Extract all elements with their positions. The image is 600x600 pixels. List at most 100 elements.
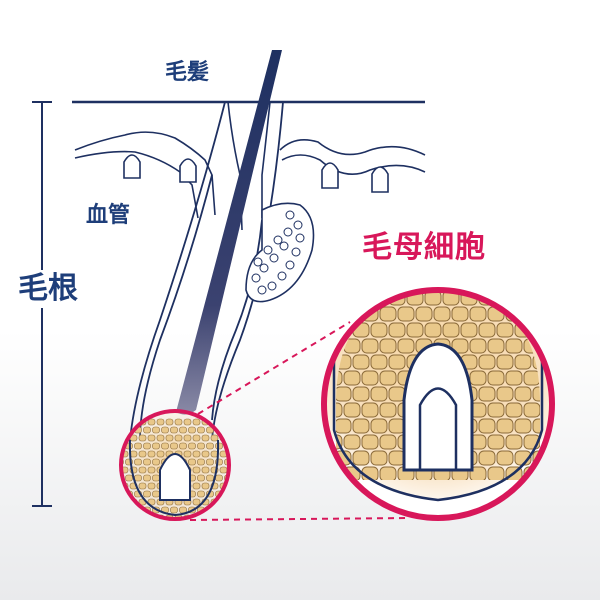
sebaceous-gland-cells [251, 210, 305, 295]
cell [442, 322, 460, 338]
cell [496, 354, 514, 370]
cell [206, 458, 214, 466]
cell [335, 483, 351, 497]
cell [143, 442, 151, 450]
cell [165, 434, 174, 442]
cell [134, 474, 142, 482]
cell [201, 466, 210, 474]
cell [505, 338, 523, 354]
cell [234, 491, 241, 497]
cell [156, 450, 165, 458]
cell [352, 418, 370, 434]
cell [143, 458, 151, 466]
cell [352, 290, 370, 306]
cell [532, 290, 540, 306]
cell [134, 458, 142, 466]
cell [343, 306, 361, 322]
label-hair-root: 毛根 [18, 270, 78, 308]
cell [496, 322, 514, 338]
cell [542, 467, 558, 481]
cell [112, 515, 119, 521]
cell [197, 474, 205, 482]
cell [532, 322, 540, 338]
cell [406, 322, 424, 338]
cell [234, 475, 241, 481]
gland-cell [295, 233, 305, 243]
cell [206, 474, 214, 482]
cell [361, 402, 379, 418]
cell [174, 434, 183, 442]
cell [514, 418, 532, 434]
cell [192, 498, 201, 506]
cell [487, 466, 505, 480]
gland-cell [269, 253, 279, 263]
cell [478, 450, 496, 466]
cell [215, 506, 223, 514]
cell [206, 442, 214, 450]
cell [496, 290, 514, 306]
cell [156, 434, 165, 442]
cell [170, 442, 178, 450]
cell [188, 458, 196, 466]
cell [224, 426, 229, 434]
cell [170, 506, 178, 514]
gland-cell [283, 227, 293, 237]
cell [370, 450, 388, 466]
cell [317, 291, 333, 305]
cell [336, 290, 352, 306]
cell [147, 482, 156, 490]
cell [197, 442, 205, 450]
cell [336, 466, 343, 480]
cell [183, 434, 192, 442]
blood-vessel-loops [123, 154, 389, 193]
cell [379, 402, 397, 418]
cell [352, 450, 370, 466]
cell [478, 354, 496, 370]
cell [112, 467, 119, 473]
cell [147, 418, 156, 426]
cell [361, 338, 379, 354]
cell [170, 426, 178, 434]
cell [524, 499, 540, 513]
dermal-papilla [402, 342, 474, 472]
cell [179, 426, 187, 434]
cell [478, 386, 496, 402]
cell [388, 354, 406, 370]
cell [336, 386, 352, 402]
cell [379, 434, 397, 450]
cell [370, 322, 388, 338]
cell [487, 370, 505, 386]
gland-cell [253, 257, 263, 267]
cell [478, 418, 496, 434]
cell [152, 426, 160, 434]
cell [112, 451, 119, 457]
cell [532, 386, 540, 402]
cell [542, 499, 558, 513]
cell [147, 466, 156, 474]
cell [361, 370, 379, 386]
cell [201, 434, 210, 442]
cell [197, 426, 205, 434]
cell [121, 506, 124, 514]
cell [179, 506, 187, 514]
cell [188, 442, 196, 450]
cell [152, 442, 160, 450]
cell [469, 306, 487, 322]
cell [121, 418, 129, 426]
cell [424, 322, 442, 338]
cell [129, 514, 138, 519]
cell [326, 499, 342, 513]
cell [343, 370, 361, 386]
cell [234, 427, 241, 433]
cell [138, 482, 147, 490]
cell [460, 322, 478, 338]
cell [542, 307, 558, 321]
cell [487, 338, 505, 354]
cell [234, 459, 241, 465]
cell [192, 434, 201, 442]
gland-cell [277, 271, 287, 281]
cell [201, 482, 210, 490]
cell [165, 418, 174, 426]
gland-cell [285, 210, 295, 220]
